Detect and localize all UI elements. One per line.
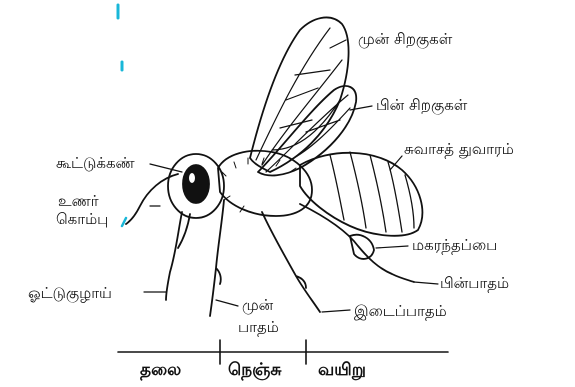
leader-hindwings <box>350 106 372 110</box>
segment-abdomen: வயிறு <box>318 360 366 382</box>
label-forewings: முன் சிறகுகள் <box>358 30 452 48</box>
leader-hind-leg <box>414 282 438 284</box>
label-nectar-sac: மகரந்தப்பை <box>412 236 497 254</box>
label-antenna-line1: உணர் <box>58 192 99 210</box>
eye-highlight <box>189 173 195 183</box>
pollen-basket <box>350 235 374 259</box>
segment-thorax: நெஞ்சு <box>228 360 282 382</box>
label-fore-leg-line2: பாதம் <box>238 318 279 336</box>
abdomen-stripes <box>330 152 414 232</box>
leader-forewings <box>330 40 346 48</box>
leader-nectar-sac <box>376 246 408 248</box>
proboscis-shape <box>166 212 182 300</box>
label-tongue: ஓட்டுகுழாய் <box>28 284 112 302</box>
abdomen-shape <box>300 153 422 236</box>
label-hind-leg: பின்பாதம் <box>440 274 509 292</box>
label-hindwings: பின் சிறகுகள் <box>376 96 467 114</box>
label-spiracle: சுவாசத் துவாரம் <box>404 140 514 158</box>
segment-head: தலை <box>140 360 181 382</box>
hind-leg-shape <box>300 204 414 282</box>
label-fore-leg-line1: முன் <box>242 296 273 314</box>
fore-leg-shape <box>210 200 224 316</box>
leader-fore-leg <box>216 300 238 306</box>
label-compound-eye: கூட்டுக்கண் <box>56 154 135 172</box>
label-antenna-line2: கொம்பு <box>56 210 108 228</box>
leader-middle-leg <box>322 310 350 312</box>
label-middle-leg: இடைப்பாதம் <box>354 302 447 320</box>
leader-compound-eye <box>150 164 182 172</box>
antenna-tip <box>122 218 126 226</box>
compound-eye-shape <box>183 165 209 203</box>
